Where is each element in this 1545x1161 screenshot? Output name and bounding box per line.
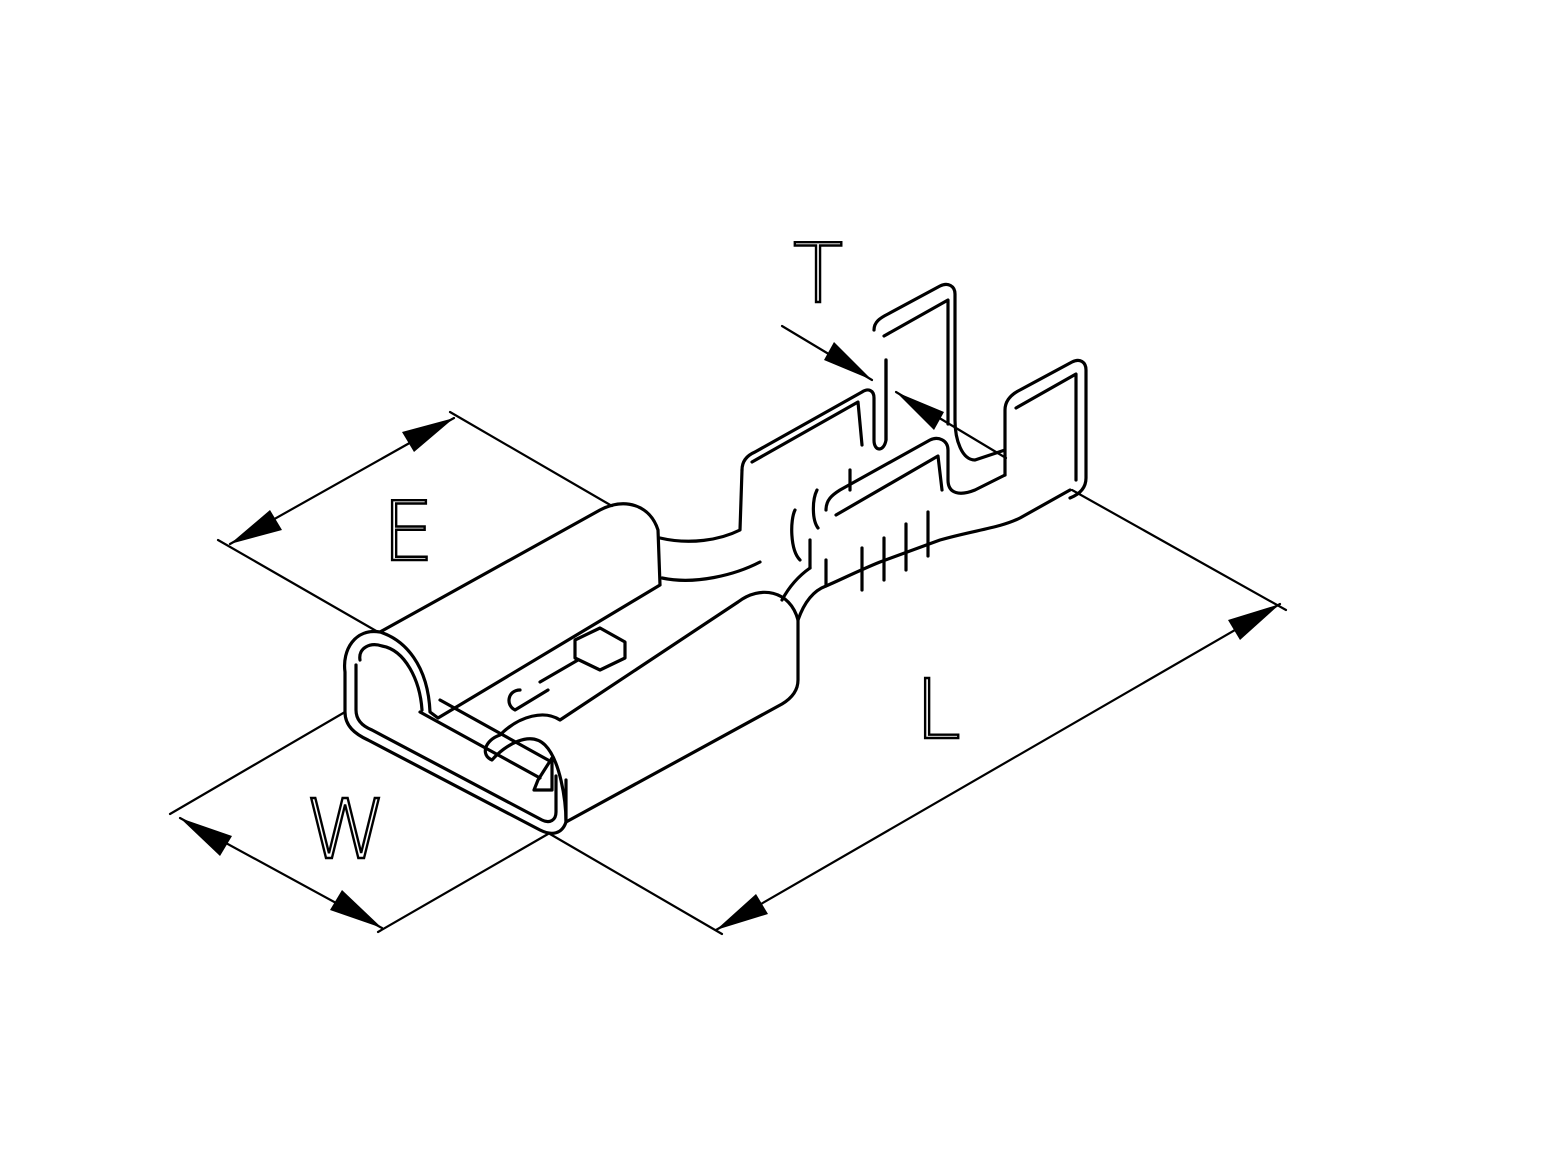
dimension-w-arrow-right (330, 890, 382, 928)
dimension-e-label: E (382, 485, 434, 580)
wire-crimp-front (740, 358, 1007, 517)
dimension-e: E (216, 410, 614, 634)
dimension-w-extension-left (168, 710, 347, 816)
dimension-e-arrow-top (402, 418, 454, 452)
dimension-t-arrow-right (896, 392, 944, 430)
receptacle-window (507, 626, 627, 792)
dimension-w-arrow-left (180, 818, 232, 856)
dimension-w-extension-right (376, 832, 550, 934)
dimension-w: W (168, 710, 550, 934)
serrations (790, 468, 930, 592)
dimension-e-extension-bottom (216, 538, 380, 634)
dimension-w-label: W (305, 783, 386, 878)
dimensions: T E W L (168, 226, 1288, 936)
female-terminal (342, 282, 1088, 835)
left-barrel-outline (342, 502, 662, 835)
dimension-l-arrow-right (1228, 604, 1280, 640)
dimension-t: T (780, 226, 1008, 460)
dimension-l-line (714, 602, 1282, 932)
dimension-t-arrow-left (824, 342, 872, 380)
dimension-l-extension-left (548, 832, 724, 936)
left-barrel-inner (354, 643, 558, 824)
receptacle-rail (418, 698, 550, 780)
dimension-l-arrow-left (716, 894, 768, 930)
dimension-l: L (548, 488, 1288, 936)
insulation-crimp (872, 282, 1088, 500)
neck (658, 468, 828, 622)
crimp-base (808, 488, 1072, 588)
dimension-l-label: L (915, 663, 961, 758)
right-barrel-outline (483, 590, 800, 824)
dimension-e-extension-top (448, 410, 614, 508)
dimension-e-arrow-bottom (230, 510, 282, 544)
dimension-t-label: T (793, 227, 843, 322)
dimension-l-extension-right (1070, 488, 1288, 612)
